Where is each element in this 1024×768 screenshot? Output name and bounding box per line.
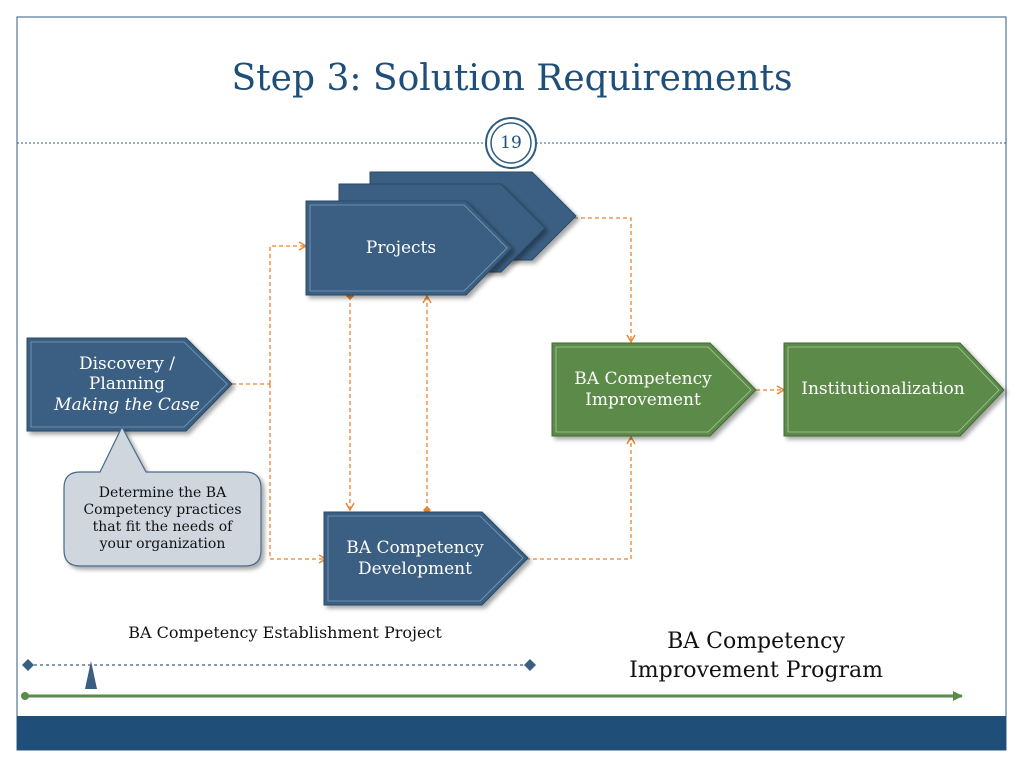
development-label: BA Competency Development [346, 538, 484, 579]
establishment-project-label: BA Competency Establishment Project [128, 623, 442, 643]
timeline-start-diamond [22, 659, 34, 671]
improvement-chevron [551, 342, 757, 437]
improvement-chevron-inner [555, 346, 752, 433]
development-chevron [323, 511, 529, 606]
discovery-subtitle: Making the Case [54, 394, 200, 415]
program-line-start [21, 692, 29, 700]
discovery-label-group: Discovery / Planning Making the Case [27, 338, 227, 431]
connector-development-to-improvement [526, 435, 636, 560]
connector-projects-to-improvement [574, 217, 636, 344]
slide-title: Step 3: Solution Requirements [231, 58, 793, 99]
page-number: 19 [500, 133, 522, 153]
program-label: BA Competency Improvement Program [629, 629, 883, 683]
institutionalization-chevron-inner [787, 346, 1000, 433]
institutionalization-label: Institutionalization [801, 379, 965, 400]
projects-label: Projects [365, 237, 437, 258]
project-chevron-front-inner [309, 204, 508, 292]
development-chevron-inner [327, 515, 524, 602]
timeline-marker-triangle [85, 661, 97, 689]
connector-to-development [269, 384, 328, 564]
improvement-label: BA Competency Improvement [574, 369, 712, 410]
callout-text: Determine the BA Competency practices th… [83, 485, 242, 552]
institutionalization-chevron [783, 342, 1005, 437]
page-number-badge-inner [490, 122, 532, 164]
footer-band [17, 716, 1006, 750]
discovery-chevron-inner [30, 341, 228, 428]
project-chevron-front [305, 200, 513, 296]
timeline-end-diamond [524, 659, 536, 671]
discovery-label: Discovery / Planning [78, 353, 176, 395]
callout-bubble [63, 425, 262, 567]
connector-to-projects [269, 241, 308, 384]
discovery-chevron [26, 337, 233, 432]
